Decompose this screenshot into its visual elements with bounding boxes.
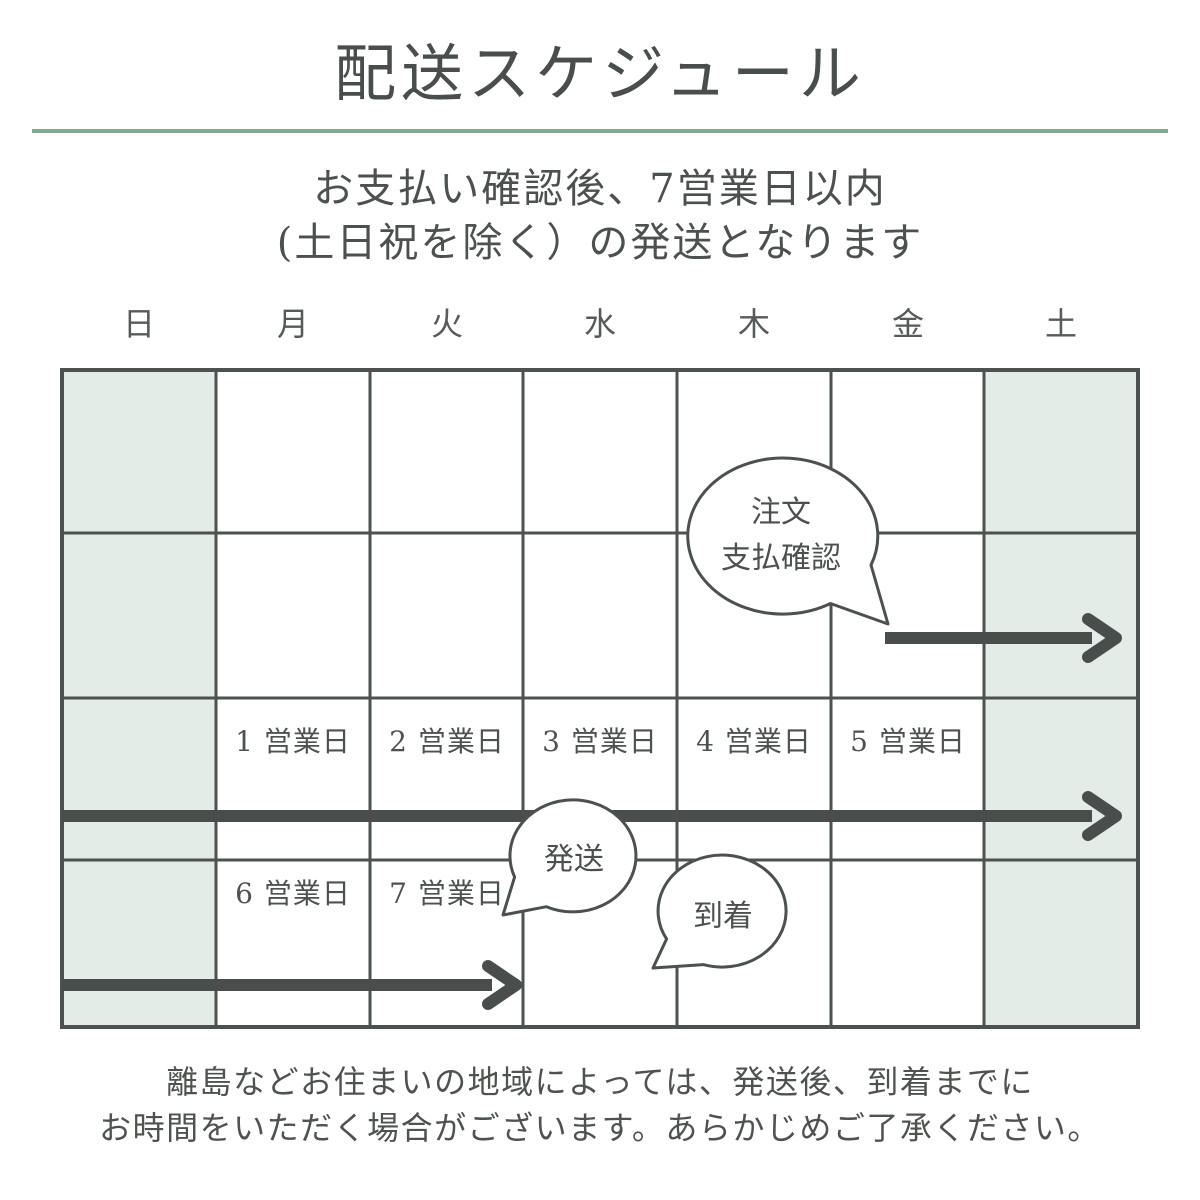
- remote-island-note-line1: 離島などお住まいの地域によっては、発送後、到着までに: [166, 1063, 1034, 1101]
- remote-island-note-line2: お時間をいただく場合がございます。あらかじめご了承ください。: [99, 1109, 1101, 1147]
- schedule-note-line1: お支払い確認後、7営業日以内: [313, 166, 887, 212]
- order-label-line2: 支払確認: [721, 541, 841, 576]
- order-payment-bubble: [686, 456, 890, 626]
- ship-bubble: [501, 798, 638, 917]
- business-day-2: 2 営業日: [389, 725, 505, 758]
- business-day-5: 5 営業日: [850, 725, 966, 758]
- arrow-week2-head-icon: [1082, 791, 1122, 841]
- business-day-4: 4 営業日: [696, 725, 812, 758]
- business-day-6: 6 営業日: [235, 877, 351, 910]
- weekday-sun: 日: [122, 305, 156, 343]
- calendar-grid-border: [60, 368, 1140, 1029]
- arrow-week1-head-icon: [1082, 613, 1122, 663]
- remote-island-note: 離島などお住まいの地域によっては、発送後、到着までに お時間をいただく場合がござ…: [0, 1059, 1200, 1151]
- title-divider-line: [32, 129, 1168, 133]
- weekday-fri: 金: [891, 305, 925, 343]
- weekday-sat: 土: [1044, 305, 1078, 343]
- calendar-grid-lines: [62, 370, 1138, 1027]
- arrow-week3: [62, 960, 522, 1010]
- schedule-note-line2: (土日祝を除く）の発送となります: [276, 220, 924, 266]
- weekday-tue: 火: [430, 305, 464, 343]
- weekday-thu: 木: [737, 305, 771, 343]
- arrive-bubble: [651, 853, 788, 970]
- arrow-week1: [885, 613, 1122, 663]
- business-day-3: 3 営業日: [542, 725, 658, 758]
- order-payment-bubble-label: 注文 支払確認: [721, 490, 841, 582]
- weekday-wed: 水: [583, 305, 617, 343]
- business-day-7: 7 営業日: [389, 877, 505, 910]
- arrow-week3-head-icon: [482, 960, 522, 1010]
- arrive-bubble-label: 到着: [693, 899, 753, 934]
- schedule-note: お支払い確認後、7営業日以内 (土日祝を除く）の発送となります: [0, 162, 1200, 270]
- business-day-1: 1 営業日: [235, 725, 351, 758]
- ship-bubble-label: 発送: [544, 842, 604, 877]
- weekday-mon: 月: [276, 305, 310, 343]
- order-label-line1: 注文: [751, 495, 811, 530]
- page-title: 配送スケジュール: [334, 37, 866, 110]
